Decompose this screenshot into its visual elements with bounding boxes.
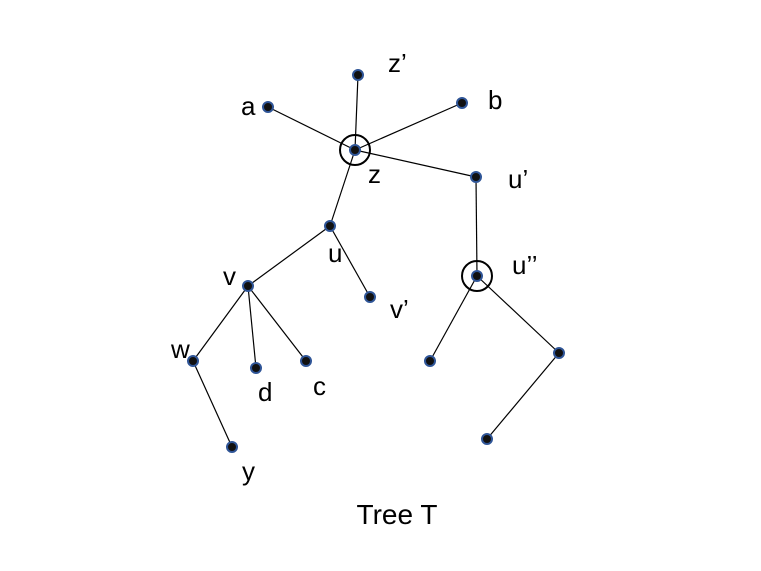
highlight-ring-u2 xyxy=(461,260,493,292)
node-u xyxy=(324,220,336,232)
node-z xyxy=(349,144,361,156)
edge-z-b xyxy=(354,102,463,151)
node-r xyxy=(481,433,493,445)
node-label-c: c xyxy=(313,371,326,401)
edge-w-y xyxy=(192,360,233,448)
node-w xyxy=(187,355,199,367)
highlight-ring-z xyxy=(339,134,371,166)
node-z1 xyxy=(352,69,364,81)
node-u1 xyxy=(470,171,482,183)
node-label-u2: u’’ xyxy=(512,250,538,280)
node-u2 xyxy=(471,270,483,282)
edge-u-v xyxy=(247,225,331,287)
edge-u2-q xyxy=(476,275,560,354)
node-c xyxy=(300,355,312,367)
node-d xyxy=(250,362,262,374)
node-label-z: z xyxy=(368,159,381,189)
node-v1 xyxy=(364,291,376,303)
node-a xyxy=(262,101,274,113)
node-label-z1: z’ xyxy=(388,48,407,78)
diagram-caption: Tree T xyxy=(357,499,438,530)
node-label-b: b xyxy=(488,85,502,115)
node-y xyxy=(226,441,238,453)
highlight-rings-layer xyxy=(339,134,493,292)
node-label-v: v xyxy=(223,261,236,291)
node-v xyxy=(242,280,254,292)
labels-layer: z’ a b z u’ u u’’ v v’ w d c y xyxy=(170,48,538,486)
node-b xyxy=(456,97,468,109)
nodes-layer xyxy=(187,69,565,453)
node-label-a: a xyxy=(241,91,256,121)
node-q xyxy=(553,347,565,359)
edge-u-v1 xyxy=(329,225,371,298)
edge-z-u xyxy=(329,149,356,227)
edge-q-r xyxy=(486,352,560,440)
node-label-v1: v’ xyxy=(390,294,409,324)
node-label-u: u xyxy=(328,238,342,268)
edge-u1-u2 xyxy=(475,176,478,277)
edge-z-a xyxy=(267,106,356,151)
edge-v-d xyxy=(247,285,257,369)
node-p xyxy=(424,355,436,367)
edge-v-w xyxy=(192,285,249,362)
edges-layer xyxy=(192,74,560,448)
node-label-d: d xyxy=(258,377,272,407)
node-label-u1: u’ xyxy=(508,164,528,194)
node-label-w: w xyxy=(170,334,190,364)
node-label-y: y xyxy=(242,456,255,486)
edge-z-z1 xyxy=(354,74,359,151)
edge-z-u1 xyxy=(354,149,477,178)
edge-v-c xyxy=(247,285,307,362)
edge-u2-p xyxy=(429,275,478,362)
